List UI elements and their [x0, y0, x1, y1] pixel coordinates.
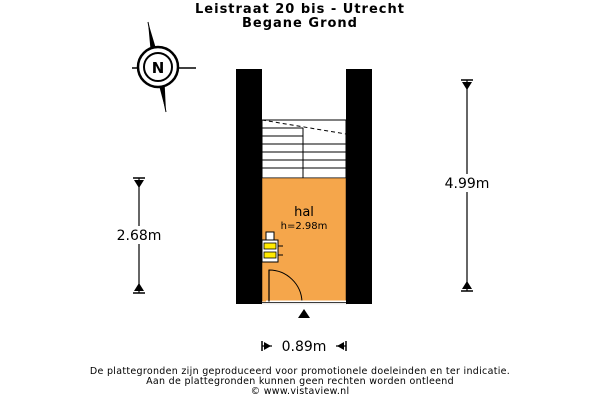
width-label: 0.89m	[282, 339, 327, 355]
copyright-line: © www.vistaview.nl	[250, 386, 350, 397]
disclaimer-line-2: Aan de plattegronden kunnen geen rechten…	[146, 376, 454, 387]
entrance-arrow-icon	[298, 309, 310, 318]
disclaimer-line-1: De plattegronden zijn geproduceerd voor …	[89, 366, 511, 377]
dimension-total-length	[437, 79, 497, 292]
hall-length-label: 2.68m	[117, 228, 162, 244]
room-height: h=2.98m	[281, 221, 328, 232]
floor-name: Begane Grond	[242, 16, 358, 31]
compass-icon: N	[132, 21, 196, 113]
front-door	[262, 269, 346, 305]
staircase	[261, 119, 347, 179]
meter-cabinet-icon	[261, 231, 283, 263]
room-name: hal	[294, 205, 314, 220]
dimension-hall-length	[108, 177, 170, 294]
total-length-label: 4.99m	[445, 176, 490, 192]
plan-title: Leistraat 20 bis - Utrecht	[195, 2, 405, 17]
dimension-width	[261, 338, 347, 354]
compass-letter: N	[152, 59, 165, 77]
